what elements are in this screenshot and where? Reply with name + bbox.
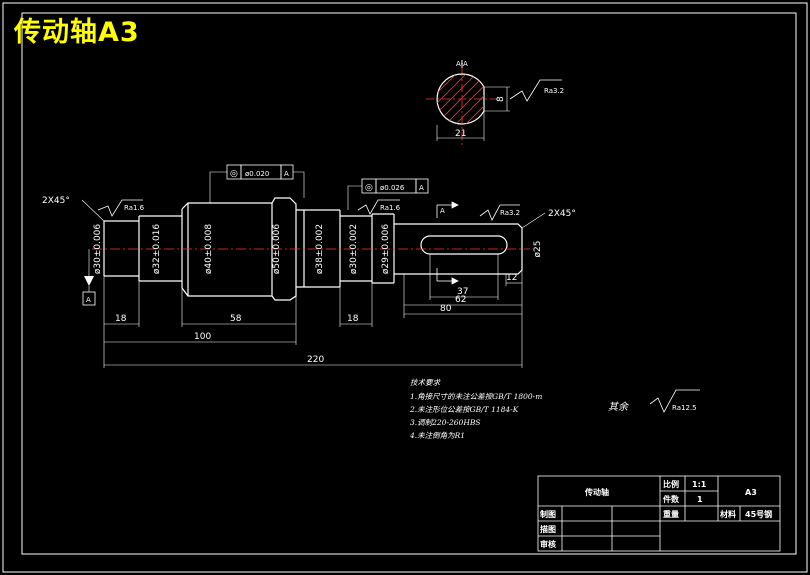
diameter-label: ø30±0.006 (93, 224, 103, 275)
tolerance-symbol-1: ◎ (230, 169, 238, 179)
note-3: 3.调制220-260HBS (410, 418, 481, 427)
rest-roughness-symbol (649, 389, 700, 413)
roughness-mark-2: Ra1.6 (380, 204, 401, 212)
section-roughness: Ra3.2 (544, 87, 564, 95)
tb-designed: 描图 (540, 524, 556, 534)
chamfer-right: 2X45° (548, 209, 576, 219)
page-title: 传动轴A3 (14, 17, 140, 48)
tolerance-datum-2: A (419, 184, 424, 192)
roughness-symbol (357, 199, 400, 215)
datum-label: A (86, 296, 91, 304)
section-view: A-A 21 8 Ra3.2 (426, 60, 564, 148)
tb-part-name: 传动轴 (584, 487, 609, 497)
chamfer-left: 2X45° (42, 196, 70, 206)
length-37: 37 (457, 287, 468, 297)
diameter-label: ø25 (533, 241, 543, 258)
section-label: A-A (456, 60, 468, 68)
tolerance-value-2: ø0.026 (380, 184, 405, 192)
length-100: 100 (194, 332, 211, 342)
roughness-mark-3: Ra3.2 (500, 209, 520, 217)
diameter-label: ø50±0.006 (272, 224, 282, 275)
length-62: 62 (455, 295, 466, 305)
tb-material-value: 45号钢 (745, 509, 772, 519)
tb-weight-label: 重量 (663, 509, 679, 519)
inner-border (21, 12, 797, 555)
section-marker-label: A (440, 207, 445, 215)
rest-roughness-value: Ra12.5 (672, 404, 697, 412)
diameter-label: ø29±0.006 (381, 224, 391, 275)
note-1: 1.角接尺寸的未注公差按GB/T 1800-m (410, 392, 542, 401)
tolerance-value-1: ø0.020 (245, 170, 269, 178)
note-4: 4.未注倒角为R1 (409, 431, 465, 440)
diameter-label: ø32±0.016 (152, 224, 162, 275)
tb-sheet: A3 (745, 488, 757, 497)
title-block (537, 475, 781, 552)
tb-scale-label: 比例 (663, 479, 679, 489)
tb-qty-label: 件数 (663, 494, 680, 504)
roughness-mark-1: Ra1.6 (124, 204, 145, 212)
notes-heading: 技术要求 (410, 378, 441, 387)
section-cut-markers (436, 201, 459, 285)
tb-scale-value: 1:1 (692, 480, 707, 489)
rest-roughness-label: 其余 (608, 401, 630, 413)
diameter-label: ø40±0.008 (204, 224, 214, 275)
tb-material-label: 材料 (720, 509, 736, 519)
datum-a: A (82, 249, 96, 306)
tolerance-frame-2: ◎ ø0.026 A (347, 178, 429, 210)
length-220: 220 (307, 355, 324, 365)
tolerance-symbol-2: ◎ (365, 183, 373, 193)
length-58: 58 (230, 314, 242, 324)
tb-qty-value: 1 (697, 495, 703, 504)
length-80: 80 (440, 304, 452, 314)
shaft-outline (103, 197, 523, 301)
roughness-symbol (97, 199, 143, 217)
length-18-mid: 18 (347, 314, 359, 324)
tolerance-datum-1: A (284, 170, 289, 178)
tolerance-frame-1: ◎ ø0.020 A (209, 164, 305, 203)
section-roughness-symbol (509, 79, 562, 102)
tb-drawn: 制图 (540, 509, 556, 519)
diameter-label: ø38±0.002 (315, 224, 325, 274)
keyway-depth-dim: 8 (496, 96, 506, 102)
roughness-symbol (479, 204, 520, 221)
length-12: 12 (506, 273, 517, 283)
section-width-dim: 21 (455, 129, 466, 139)
diameter-label: ø30±0.002 (349, 224, 359, 274)
note-2: 2.未注形位公差按GB/T 1184-K (409, 405, 519, 414)
length-18-left: 18 (115, 314, 127, 324)
tb-checked: 审核 (540, 539, 556, 549)
